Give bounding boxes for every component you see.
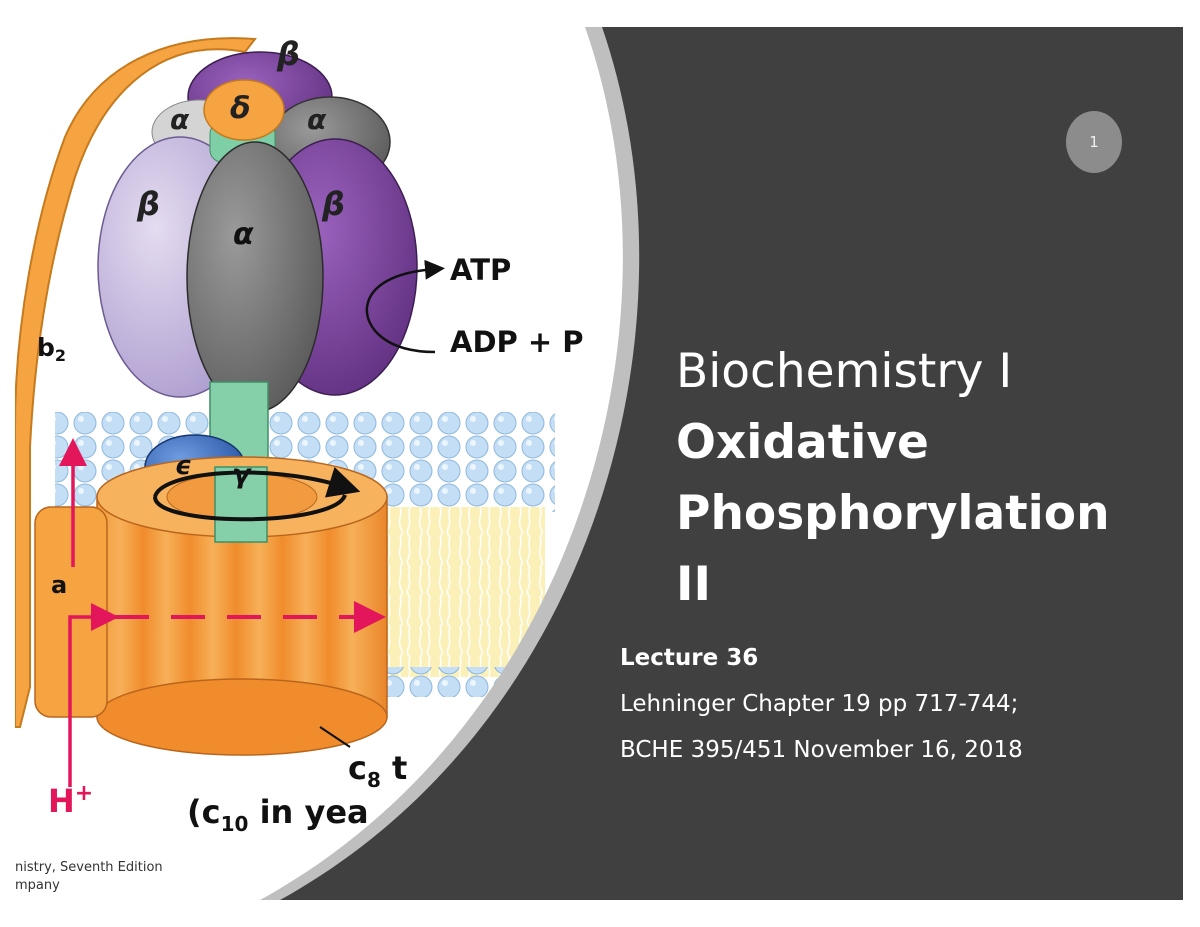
figure-credit: nistry, Seventh Edition mpany (15, 859, 163, 895)
label-adp: ADP + P (450, 325, 584, 359)
label-beta-left: β (137, 185, 160, 223)
label-alpha-center: α (233, 217, 254, 252)
label-beta-right: β (322, 185, 345, 223)
slide: β δ α α β β α ATP ADP + P b2 ϵ γ a H+ c8… (15, 27, 1183, 900)
label-c8: c8 t (348, 749, 408, 792)
atp-cycle-arrow (365, 259, 445, 354)
dark-title-panel (280, 27, 1183, 900)
figure-credit-line1: nistry, Seventh Edition (15, 860, 163, 875)
lecture-number: Lecture 36 (620, 645, 759, 671)
slide-artwork (15, 27, 1183, 900)
title-line-1: Biochemistry I (676, 344, 1013, 399)
label-atp: ATP (450, 253, 512, 287)
page-number-badge: 1 (1066, 111, 1122, 173)
label-beta-top: β (277, 35, 300, 73)
label-gamma: γ (232, 459, 251, 490)
label-alpha-left: α (170, 103, 190, 136)
title-line-4: II (676, 557, 711, 612)
rotor-assembly (34, 381, 388, 787)
label-hplus: H+ (48, 781, 94, 820)
title-line-2: Oxidative (676, 415, 929, 470)
label-a-subunit: a (51, 571, 68, 599)
f1-head (97, 51, 418, 413)
label-c10: (c10 in yea (187, 793, 369, 836)
label-epsilon: ϵ (175, 451, 192, 481)
figure-credit-line2: mpany (15, 878, 60, 893)
title-line-3: Phosphorylation (676, 486, 1110, 541)
page-number: 1 (1089, 133, 1099, 151)
course-date: BCHE 395/451 November 16, 2018 (620, 737, 1023, 763)
label-alpha-right: α (307, 103, 327, 136)
reading-assignment: Lehninger Chapter 19 pp 717-744; (620, 691, 1019, 717)
b2-stalk (15, 37, 257, 728)
label-delta: δ (230, 91, 251, 126)
label-b2: b2 (37, 333, 67, 365)
